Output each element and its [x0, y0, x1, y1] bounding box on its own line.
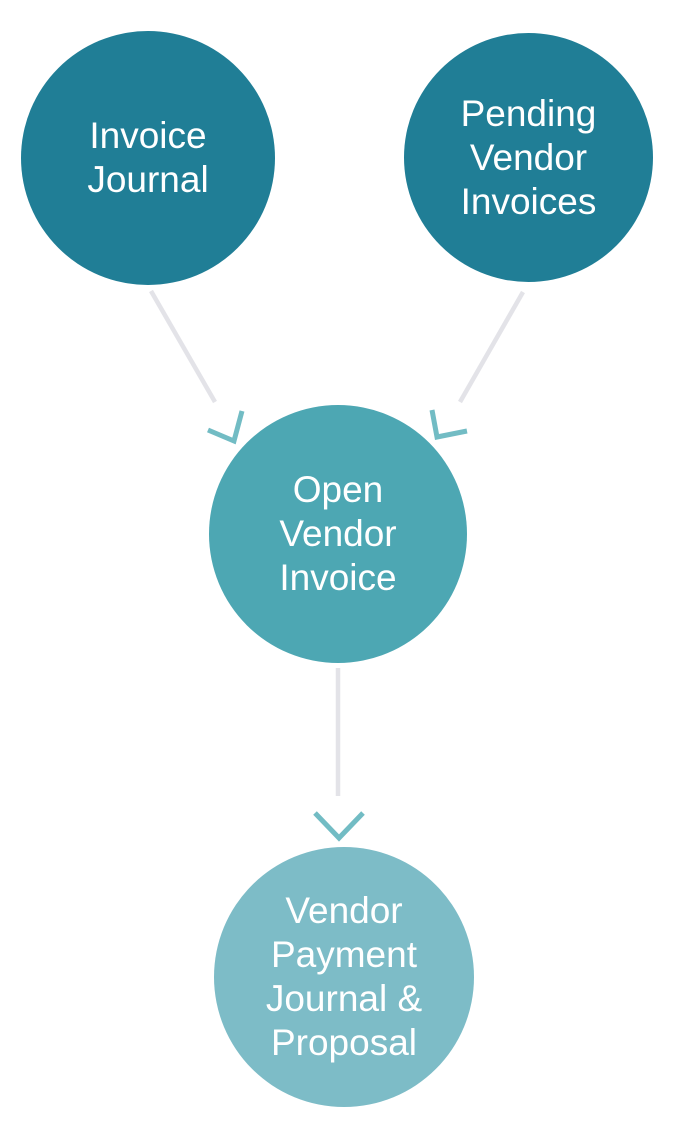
- connector-pending-vendor-invoices-to-open-vendor-invoice: [429, 290, 525, 440]
- node-label: Invoice Journal: [87, 115, 209, 200]
- node-vendor-payment-journal-proposal: Vendor Payment Journal & Proposal: [214, 847, 474, 1107]
- node-label: Open Vendor Invoice: [279, 469, 397, 598]
- connector-invoice-journal-to-open-vendor-invoice: [149, 289, 245, 445]
- arrowhead-down-icon: [313, 811, 365, 842]
- connector-line: [149, 289, 217, 404]
- node-open-vendor-invoice: Open Vendor Invoice: [209, 405, 467, 663]
- node-invoice-journal: Invoice Journal: [21, 31, 275, 285]
- node-label: Pending Vendor Invoices: [460, 92, 597, 222]
- arrowhead-down-left-icon: [429, 409, 468, 440]
- connector-open-vendor-invoice-to-vendor-payment-journal-proposal: [313, 668, 365, 842]
- arrowhead-down-right-icon: [207, 410, 245, 445]
- node-label: Vendor Payment Journal & Proposal: [265, 890, 423, 1063]
- connector-line: [458, 290, 525, 404]
- node-pending-vendor-invoices: Pending Vendor Invoices: [404, 33, 653, 282]
